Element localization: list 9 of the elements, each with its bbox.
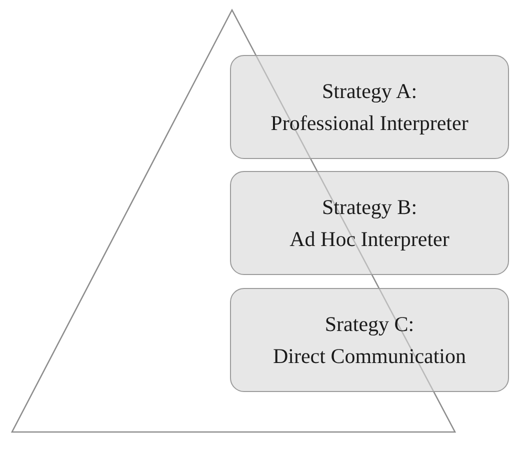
strategy-label: Direct Communication	[272, 343, 466, 369]
strategy-box	[230, 288, 509, 392]
strategy-heading: Strategy B:	[322, 194, 418, 220]
strategy-heading: Strategy A:	[322, 78, 418, 104]
strategy-label: Professional Interpreter	[270, 110, 468, 136]
strategy-heading: Srategy C:	[324, 311, 414, 337]
strategy-box	[230, 171, 509, 275]
strategy-box	[230, 55, 509, 159]
strategy-label: Ad Hoc Interpreter	[290, 226, 450, 252]
